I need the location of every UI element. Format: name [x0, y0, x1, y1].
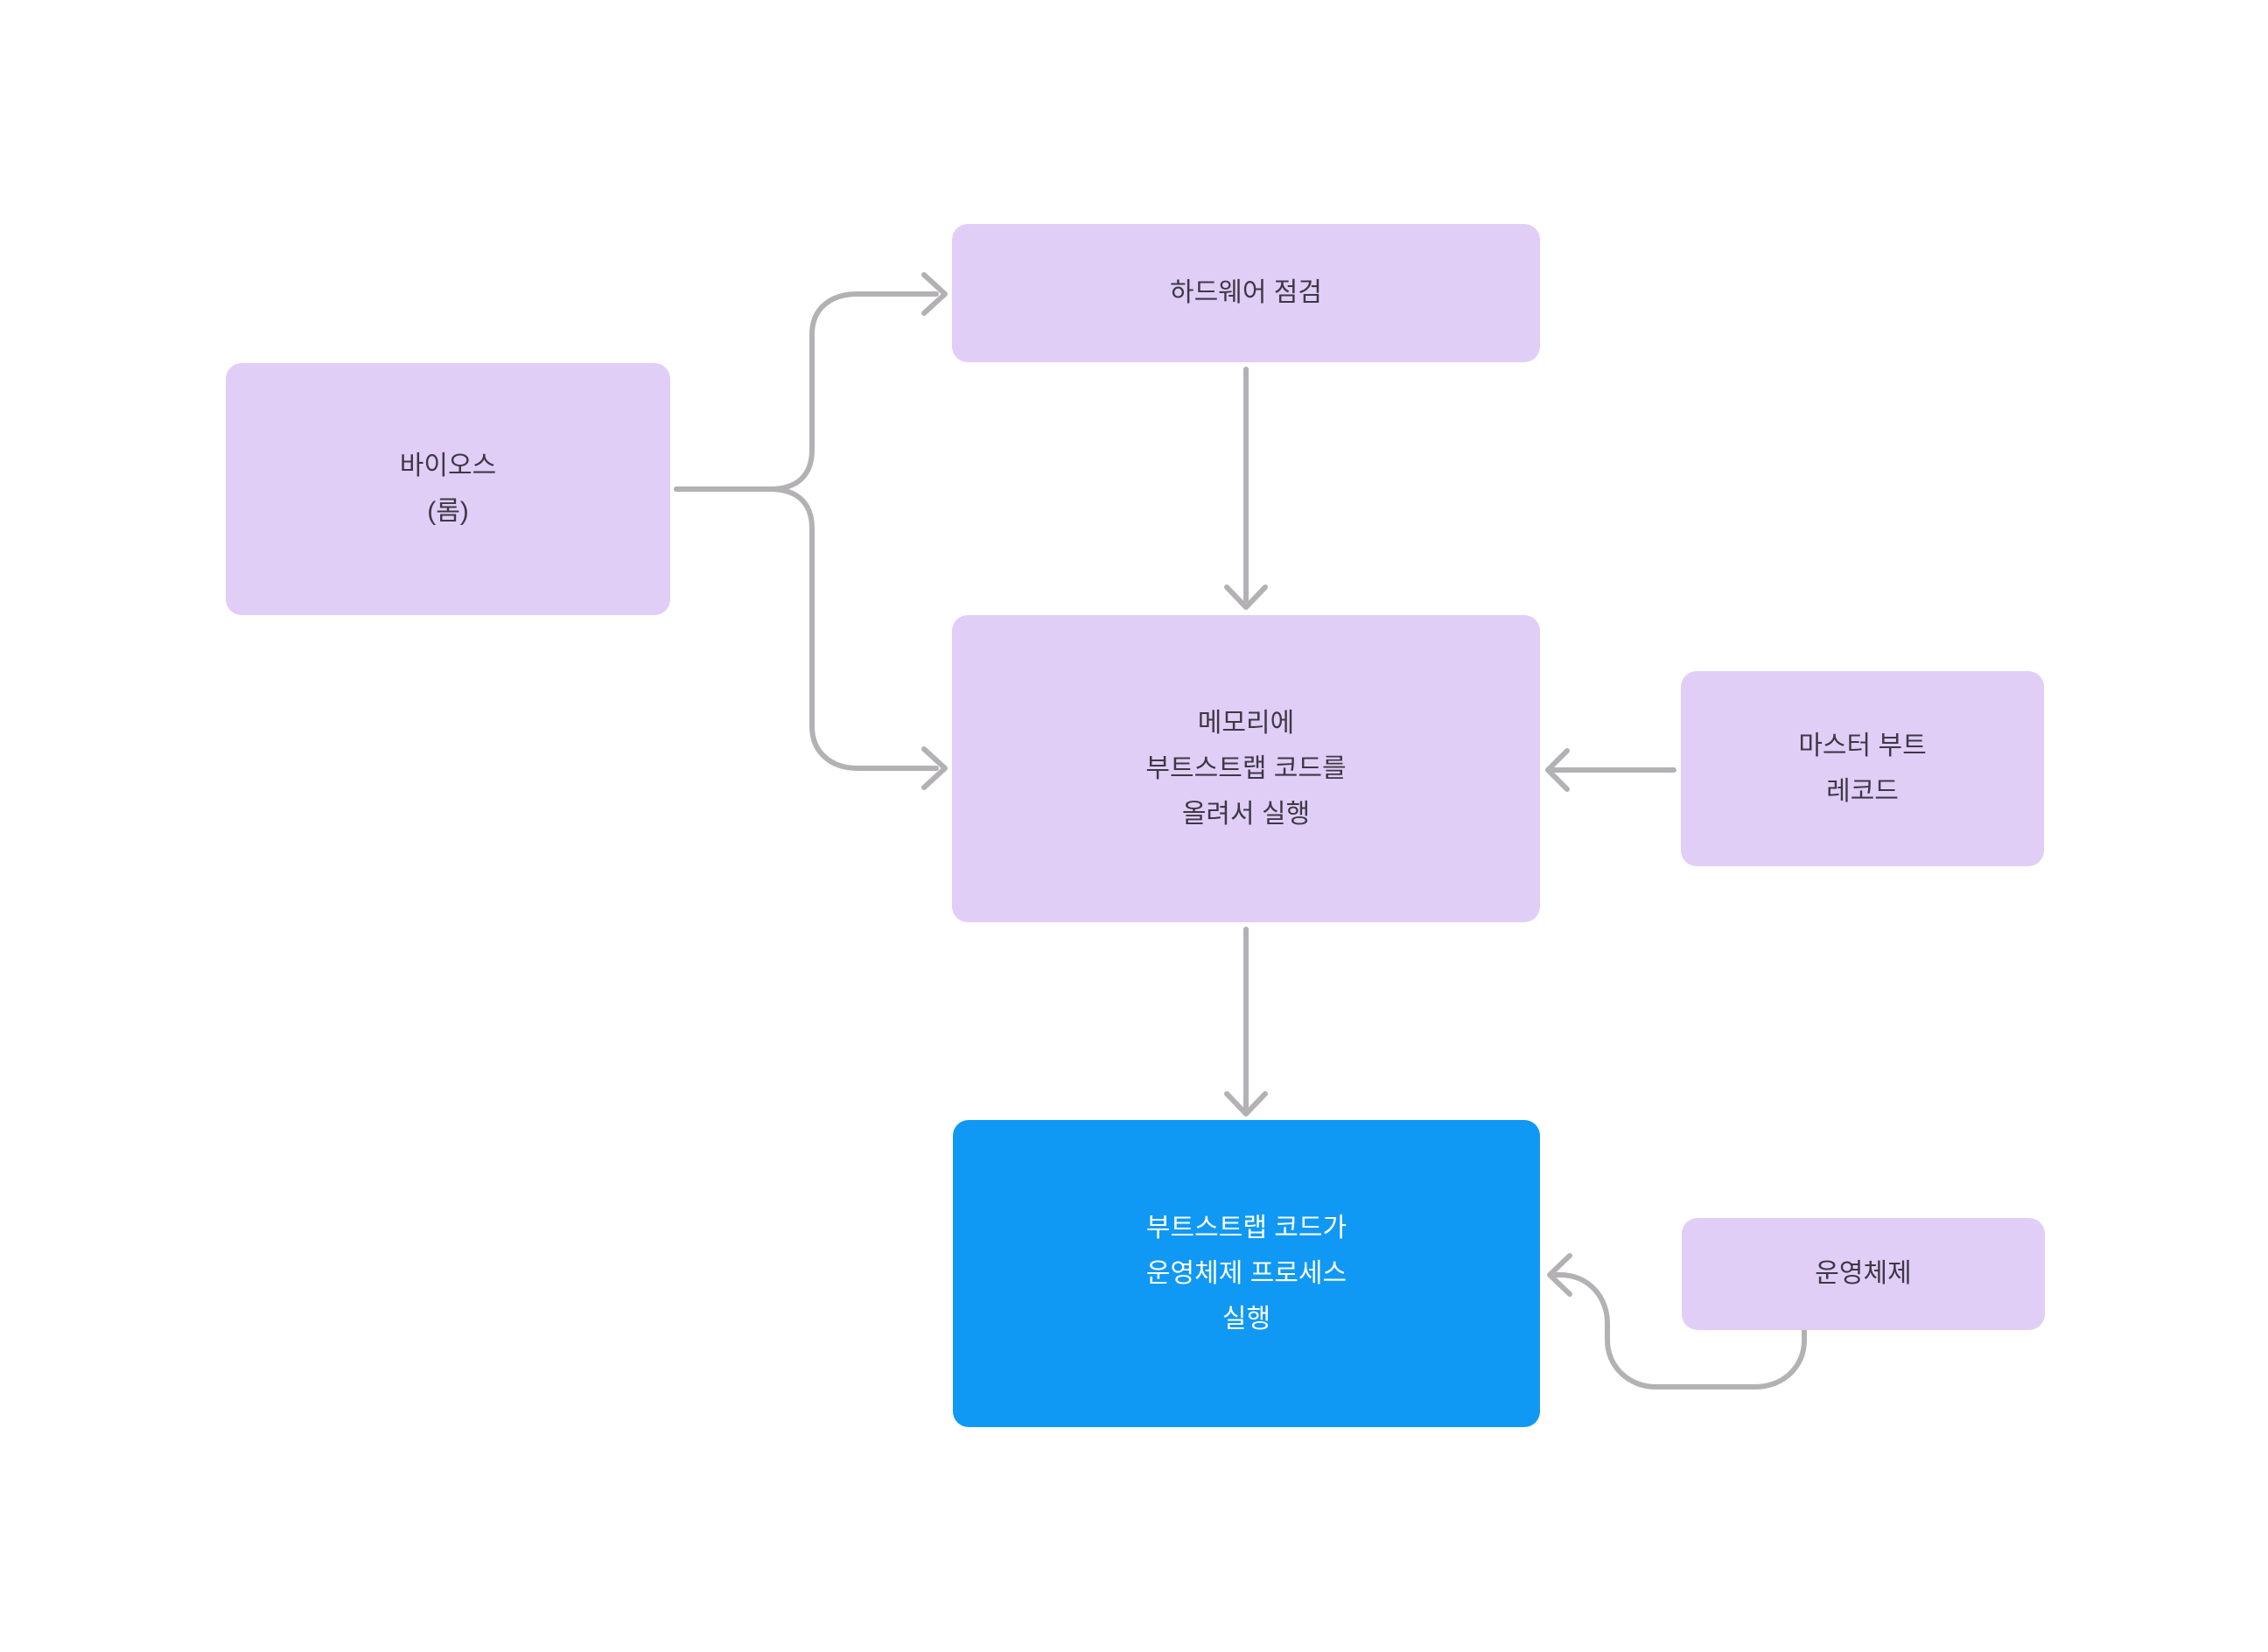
arrowhead-bios-to-load-bootstrap — [921, 746, 948, 790]
arrowhead-hardware-check-to-load-bootstrap — [1224, 584, 1268, 610]
node-load-bootstrap-label-line: 메모리에 — [1197, 708, 1295, 738]
node-operating-system: 운영체제 — [1682, 1218, 2045, 1330]
arrowhead-mbr-to-load-bootstrap — [1545, 748, 1570, 792]
arrowhead-os-to-run-os — [1547, 1253, 1572, 1297]
arrowhead-bios-to-hardware-check — [921, 272, 948, 316]
edge-bios-to-hardware-check — [674, 291, 939, 492]
node-bios: 바이오스 (롬) — [226, 363, 670, 615]
node-run-os-process: 부트스트랩 코드가 운영체제 프로세스 실행 — [953, 1120, 1540, 1427]
node-bios-label-line: (롬) — [427, 497, 469, 526]
node-master-boot-record-label-line: 레코드 — [1826, 776, 1899, 806]
arrowhead-load-bootstrap-to-run-os — [1224, 1091, 1268, 1116]
node-run-os-process-label-line: 실행 — [1222, 1304, 1271, 1334]
node-master-boot-record-label-line: 마스터 부트 — [1798, 731, 1927, 760]
node-bios-label-line: 바이오스 — [399, 452, 497, 480]
node-load-bootstrap-label-line: 올려서 실행 — [1181, 799, 1311, 829]
edge-bios-to-load-bootstrap — [674, 486, 939, 771]
node-run-os-process-label-line: 운영체제 프로세스 — [1145, 1258, 1348, 1288]
edge-os-to-run-os — [1554, 1272, 1807, 1390]
node-run-os-process-label-line: 부트스트랩 코드가 — [1145, 1213, 1348, 1242]
node-load-bootstrap: 메모리에 부트스트랩 코드를 올려서 실행 — [952, 615, 1540, 922]
node-master-boot-record: 마스터 부트 레코드 — [1681, 671, 2044, 866]
node-load-bootstrap-label-line: 부트스트랩 코드를 — [1145, 753, 1347, 783]
node-hardware-check-label-line: 하드웨어 점검 — [1170, 278, 1322, 307]
node-operating-system-label-line: 운영체제 — [1815, 1259, 1912, 1288]
node-hardware-check: 하드웨어 점검 — [952, 224, 1540, 362]
